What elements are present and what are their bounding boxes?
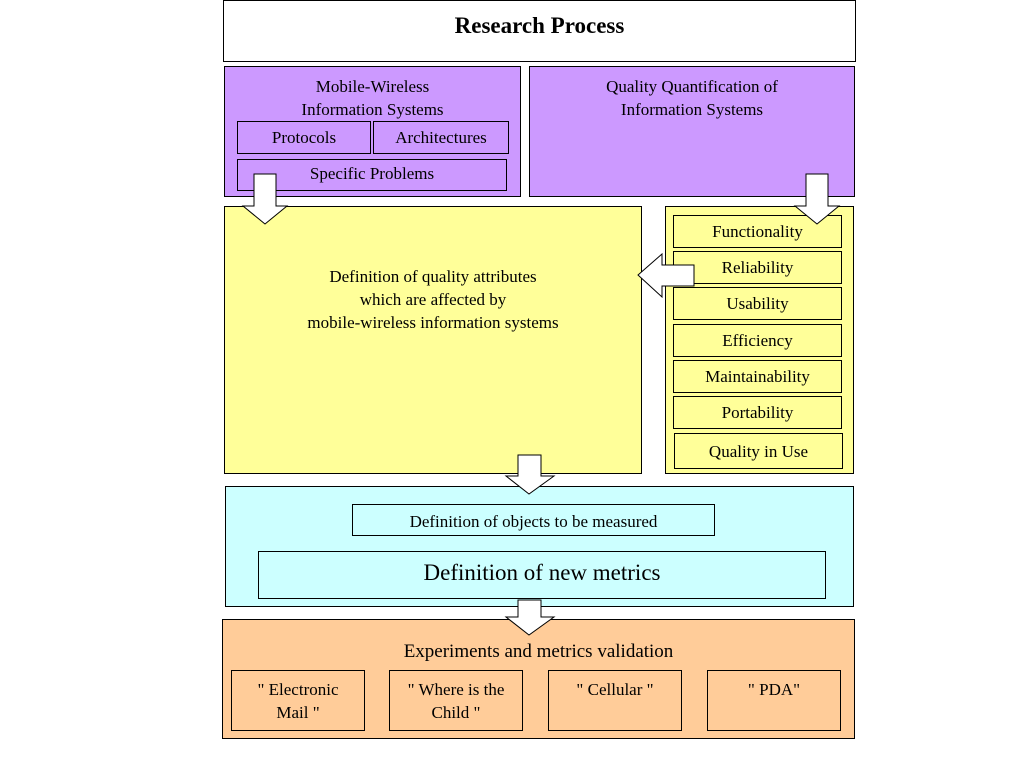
attribute-portability: Portability xyxy=(673,396,842,429)
protocols-box: Protocols xyxy=(237,121,371,154)
new-metrics-box: Definition of new metrics xyxy=(258,551,826,599)
measurement-box: Definition of objects to be measured Def… xyxy=(225,486,854,607)
mobile-wireless-heading: Mobile-Wireless Information Systems xyxy=(301,77,444,119)
quality-quantification-box: Quality Quantification of Information Sy… xyxy=(529,66,855,197)
diagram-title: Research Process xyxy=(454,13,625,38)
specific-problems-box: Specific Problems xyxy=(237,159,507,191)
attribute-maintainability: Maintainability xyxy=(673,360,842,393)
case-pda: " PDA" xyxy=(707,670,841,731)
experiments-heading: Experiments and metrics validation xyxy=(403,641,674,662)
quality-quantification-heading: Quality Quantification of Information Sy… xyxy=(606,77,778,119)
case-where-is-the-child: " Where is the Child " xyxy=(389,670,523,731)
experiments-box: Experiments and metrics validation " Ele… xyxy=(222,619,855,739)
definition-attributes-box: Definition of quality attributes which a… xyxy=(224,206,642,474)
definition-attributes-text: Definition of quality attributes which a… xyxy=(307,267,559,332)
mobile-wireless-box: Mobile-Wireless Information Systems Prot… xyxy=(224,66,521,197)
case-electronic-mail: " Electronic Mail " xyxy=(231,670,365,731)
quality-attributes-box: Functionality Reliability Usability Effi… xyxy=(665,206,854,474)
architectures-box: Architectures xyxy=(373,121,509,154)
attribute-usability: Usability xyxy=(673,287,842,320)
objects-to-measure-box: Definition of objects to be measured xyxy=(352,504,715,536)
attribute-reliability: Reliability xyxy=(673,251,842,284)
attribute-quality-in-use: Quality in Use xyxy=(674,433,843,469)
title-box: Research Process xyxy=(223,0,856,62)
attribute-efficiency: Efficiency xyxy=(673,324,842,357)
case-cellular: " Cellular " xyxy=(548,670,682,731)
attribute-functionality: Functionality xyxy=(673,215,842,248)
